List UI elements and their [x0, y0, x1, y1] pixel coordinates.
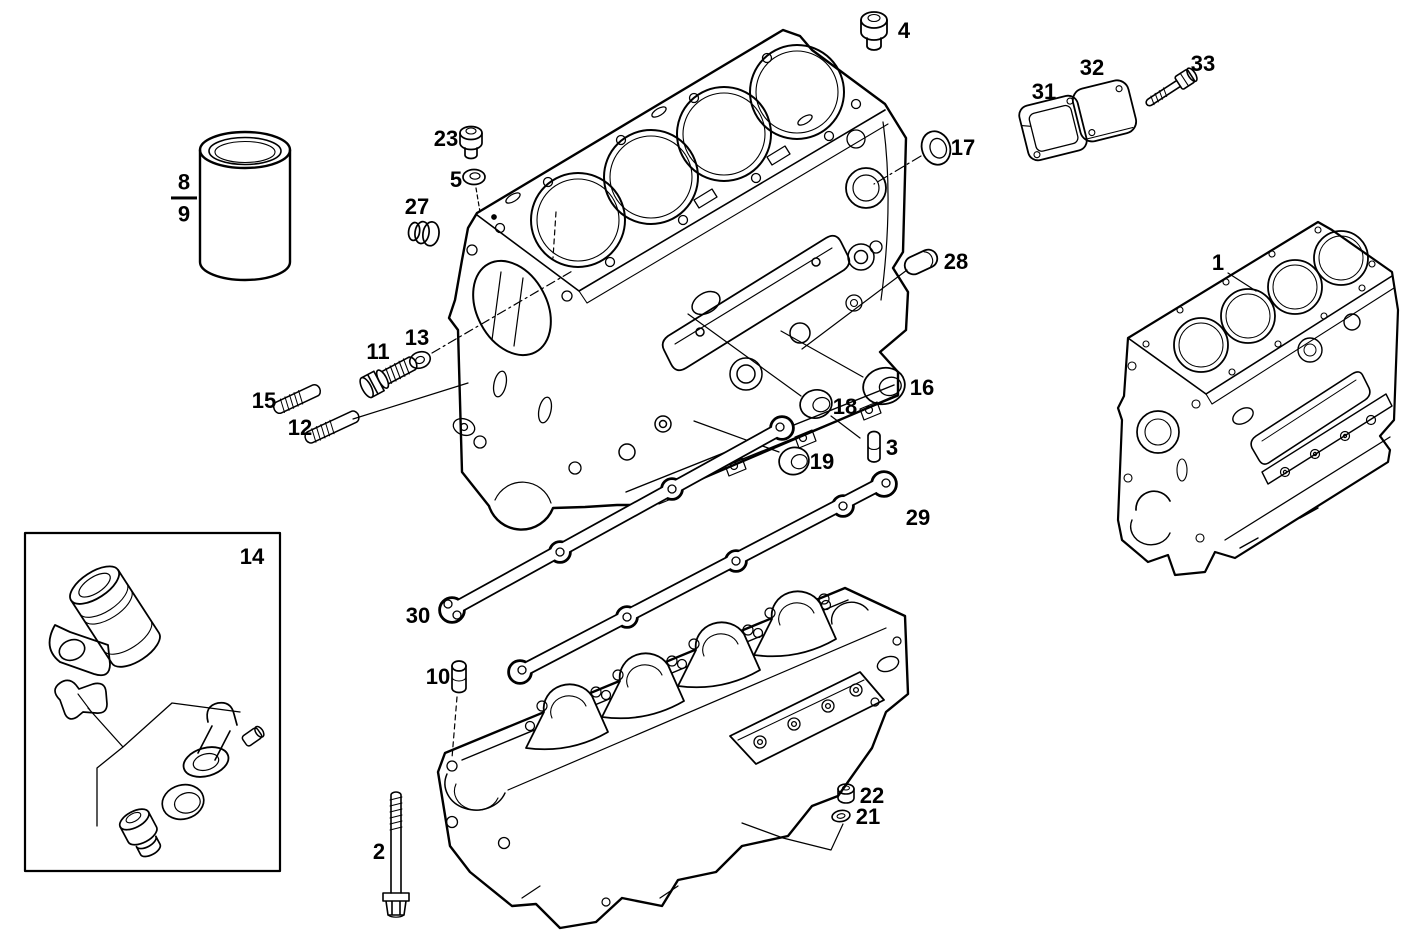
- part-15-stud: [272, 383, 322, 415]
- callout-5: 5: [449, 167, 463, 192]
- callout-15: 15: [251, 388, 277, 413]
- lower-crankcase-art: [436, 586, 910, 930]
- callout-4: 4: [897, 18, 911, 43]
- leader-11-13: [431, 269, 575, 354]
- part-3-dowel-pin: [867, 430, 881, 463]
- callout-12: 12: [287, 415, 313, 440]
- callout-9: 9: [177, 201, 191, 227]
- callout-27: 27: [404, 194, 430, 219]
- callout-14: 14: [239, 544, 265, 569]
- fraction-bar: [171, 196, 197, 200]
- leader-21-22: [741, 822, 844, 851]
- callout-30: 30: [405, 603, 431, 628]
- inset-box-14: [23, 531, 282, 873]
- callout-21: 21: [855, 804, 881, 829]
- part-22-plug: [837, 783, 855, 804]
- leader-1: [1227, 272, 1257, 292]
- callout-18: 18: [832, 394, 858, 419]
- leader-16: [780, 330, 864, 378]
- callout-16: 16: [909, 375, 935, 400]
- leader-18: [687, 313, 861, 439]
- callout-3: 3: [885, 435, 899, 460]
- callout-23: 23: [433, 126, 459, 151]
- callout-19: 19: [809, 449, 835, 474]
- leader-28: [801, 269, 908, 350]
- main-cylinder-block-art: [447, 28, 910, 531]
- part-19-cup-plug: [778, 446, 810, 476]
- leader-12: [352, 382, 469, 420]
- part-27-plug: [407, 220, 440, 247]
- callout-2: 2: [372, 839, 386, 864]
- callout-22: 22: [859, 783, 885, 808]
- callout-1: 1: [1211, 250, 1225, 275]
- part-18-cup-plug: [799, 389, 833, 419]
- part-12-stud: [304, 410, 360, 444]
- leader-10: [451, 696, 458, 759]
- engine-block-assembly-art: [1116, 220, 1400, 577]
- callout-31: 31: [1031, 79, 1057, 104]
- pan-gasket-upper-art: [438, 415, 795, 624]
- part-33-bolt: [1145, 67, 1198, 107]
- callout-8-9: 8 9: [171, 169, 197, 226]
- leader-17: [873, 155, 922, 185]
- callout-8: 8: [177, 169, 191, 195]
- part-31-gasket-plate: [1018, 94, 1088, 162]
- callout-28: 28: [943, 249, 969, 274]
- cylinder-liner-art: [198, 130, 292, 282]
- part-16-cup-plug: [862, 366, 906, 406]
- part-4-plug: [860, 11, 888, 51]
- part-10-dowel: [451, 660, 467, 694]
- leader-19: [693, 420, 780, 453]
- part-28-plug: [903, 248, 939, 276]
- callout-11: 11: [366, 339, 390, 364]
- part-17-seal-ring: [920, 130, 952, 166]
- part-5-washer: [462, 168, 486, 213]
- part-32-cover-plate: [1071, 79, 1138, 143]
- pan-gasket-lower-art: [507, 470, 898, 685]
- callout-32: 32: [1079, 55, 1105, 80]
- callout-29: 29: [905, 505, 931, 530]
- part-21-washer: [831, 809, 851, 823]
- callout-33: 33: [1190, 51, 1216, 76]
- part-23-plug: [459, 125, 483, 160]
- part-13-washer: [408, 350, 432, 370]
- callout-17: 17: [950, 135, 976, 160]
- callout-13: 13: [404, 325, 430, 350]
- callout-10: 10: [425, 664, 451, 689]
- part-2-bolt: [382, 791, 410, 918]
